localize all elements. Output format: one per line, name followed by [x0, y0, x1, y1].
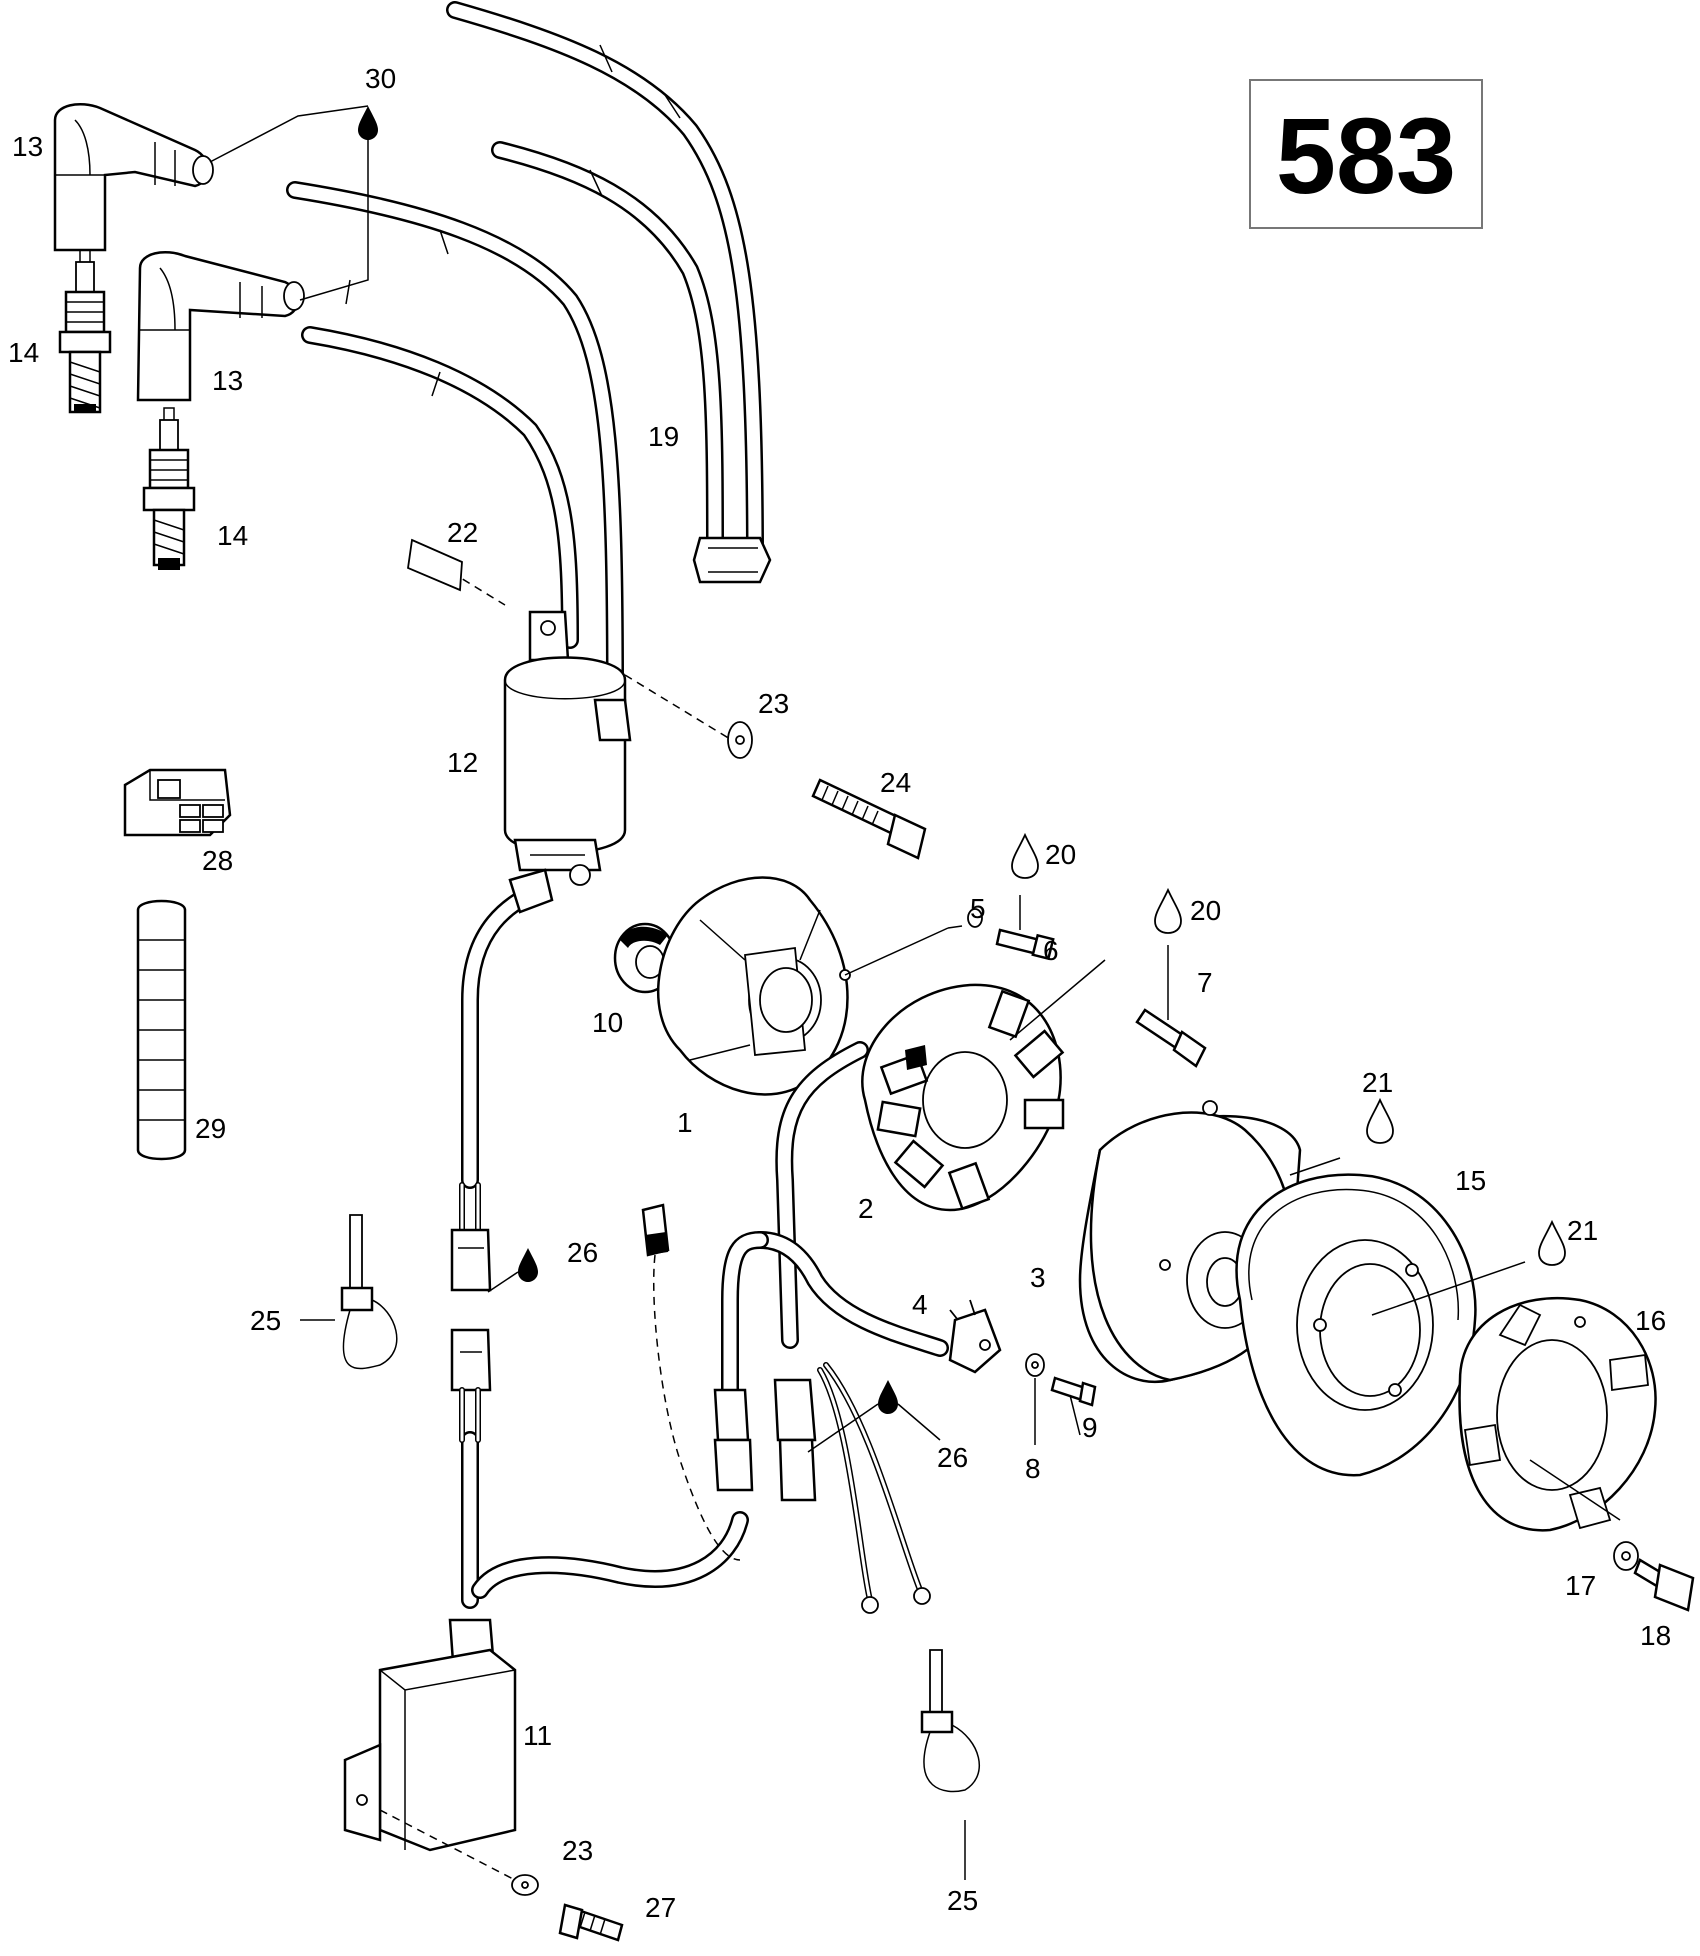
callout-21-a: 21	[1362, 1067, 1393, 1098]
callout-12: 12	[447, 747, 478, 778]
threadlocker-drop-icon-20a	[1011, 832, 1039, 879]
callout-20-a: 20	[1045, 839, 1076, 870]
cdi-mounting-hardware	[511, 1874, 624, 1942]
cable-tie-right	[920, 1649, 981, 1793]
callout-18: 18	[1640, 1620, 1671, 1651]
stator-plate	[657, 876, 851, 1096]
callout-30: 30	[365, 63, 396, 94]
callout-26-b: 26	[937, 1442, 968, 1473]
threadlocker-drop-icon-21b	[1538, 1219, 1566, 1266]
callout-27: 27	[645, 1892, 676, 1923]
callout-25-left: 25	[250, 1305, 281, 1336]
harness-connectors	[450, 1203, 670, 1443]
spark-plug-cap-upper	[53, 103, 214, 252]
callout-9: 9	[1082, 1412, 1098, 1443]
callout-20-b: 20	[1190, 895, 1221, 926]
callout-3: 3	[1030, 1262, 1046, 1293]
lubricant-drop-icon-30	[358, 106, 378, 140]
coil-mounting-hardware	[407, 538, 927, 860]
callout-labels: 30 13 13 14 14 19 22 23 12 24 28 29 20 2…	[8, 63, 1671, 1923]
callout-7: 7	[1197, 967, 1213, 998]
callout-8: 8	[1025, 1453, 1041, 1484]
spark-plug-cap-lower	[136, 251, 305, 402]
protective-sleeve	[136, 899, 187, 1161]
stator-wire-harness	[461, 1041, 949, 1614]
callout-5: 5	[970, 893, 986, 924]
pulley-bolt	[1613, 1541, 1695, 1612]
callout-16: 16	[1635, 1305, 1666, 1336]
starter-cup	[1458, 1296, 1657, 1532]
ignition-coil	[503, 610, 632, 886]
callout-28: 28	[202, 845, 233, 876]
callout-17: 17	[1565, 1570, 1596, 1601]
callout-14-upper: 14	[8, 337, 39, 368]
callout-26-a: 26	[567, 1237, 598, 1268]
trigger-coil	[948, 1299, 1002, 1374]
callout-13-lower: 13	[212, 365, 243, 396]
callout-23-lower: 23	[562, 1835, 593, 1866]
callout-24: 24	[880, 767, 911, 798]
cable-tie-left	[340, 1214, 398, 1370]
cdi-module	[343, 1618, 517, 1852]
stator	[861, 983, 1065, 1212]
spark-plug-lower	[142, 407, 196, 570]
engine-model-badge: 583	[1249, 79, 1483, 229]
dielectric-grease-drop-icon-26b	[878, 1380, 898, 1414]
callout-4: 4	[912, 1289, 928, 1320]
spark-plug-upper	[58, 249, 112, 414]
callout-1: 1	[677, 1107, 693, 1138]
callout-19: 19	[648, 421, 679, 452]
callout-10: 10	[592, 1007, 623, 1038]
trigger-screw	[1025, 1353, 1097, 1407]
connector-housing	[123, 768, 232, 837]
callout-6: 6	[1043, 935, 1059, 966]
coil-wire-harness	[450, 868, 554, 1292]
callout-11: 11	[523, 1720, 552, 1751]
callout-23-upper: 23	[758, 688, 789, 719]
callout-25-right: 25	[947, 1885, 978, 1916]
leader-lines	[209, 105, 941, 1453]
drive-pulley	[1235, 1173, 1477, 1477]
callout-15: 15	[1455, 1165, 1486, 1196]
callout-2: 2	[858, 1193, 874, 1224]
threadlocker-drop-icon-21a	[1366, 1097, 1394, 1144]
callout-13-upper: 13	[12, 131, 43, 162]
callout-14-lower: 14	[217, 520, 248, 551]
plate-screw	[967, 908, 1055, 961]
callout-21-b: 21	[1567, 1215, 1598, 1246]
engine-model-label: 583	[1276, 95, 1456, 216]
callout-22: 22	[447, 517, 478, 548]
stator-screw	[1135, 1008, 1207, 1068]
high-tension-cables	[286, 1, 772, 699]
threadlocker-drop-icon-20b	[1154, 887, 1182, 934]
dielectric-grease-drop-icon-26a	[518, 1248, 538, 1282]
callout-29: 29	[195, 1113, 226, 1144]
